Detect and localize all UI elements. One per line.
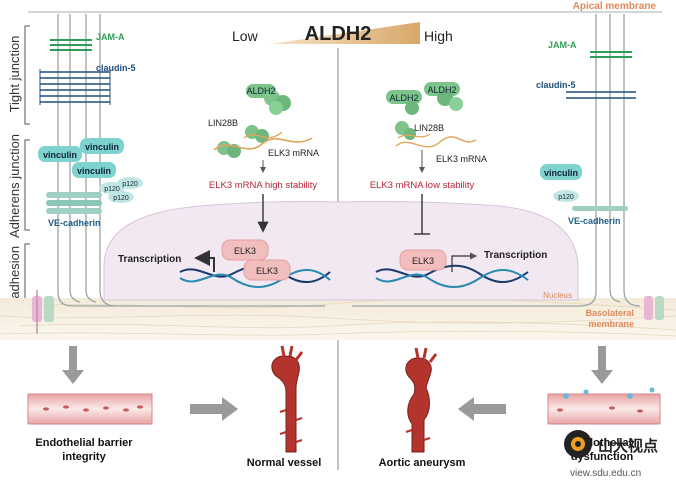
left-ve-cadherin-label: VE-cadherin [48,218,101,228]
watermark: 山大视点 view.sdu.edu.cn [564,430,658,479]
low-mrna-label: ELK3 mRNA [268,148,319,158]
low-aldh2-label: ALDH2 [246,86,275,96]
p120-3-label: p120 [113,195,129,202]
aneurysm-aorta-icon [405,347,438,453]
low-lin28b-mrna [213,125,313,158]
right-jam-a [590,51,632,58]
cell-membranes [57,14,641,307]
high-label: High [424,28,453,44]
aldh2-gradient-header: Low ALDH2 High [232,22,453,45]
left-p120-group: p120 p120 p120 [99,177,143,203]
right-vinculin-label: vinculin [544,168,578,178]
high-lin28b-label: LIN28B [414,123,444,133]
aldh2-title: ALDH2 [305,23,372,45]
ecm-fibers [0,298,676,337]
tight-junction-label: Tight junction [7,36,22,113]
aortic-aneurysm-label: Aortic aneurysm [379,457,466,469]
high-transcription-label: Transcription [484,250,547,261]
barrier-label-1: Endothelial barrier [35,437,133,449]
left-jam-a-label: JAM-A [96,32,125,42]
apical-membrane-label: Apical membrane [573,1,657,12]
damaged-vessel-section [547,387,661,425]
high-inhibit-line [414,194,430,235]
barrier-label-2: integrity [62,451,106,463]
high-stability-label: ELK3 mRNA low stability [370,180,475,191]
adherens-junction-label: Adherens junction [7,134,22,238]
left-ve-cadherin [46,192,102,214]
p120-1-label: p120 [104,186,120,193]
high-mrna-label: ELK3 mRNA [436,154,487,164]
right-jam-a-label: JAM-A [548,40,577,50]
high-aldh2-b-label: ALDH2 [427,85,456,95]
left-down-arrow [62,346,84,384]
low-elk3-a-label: ELK3 [234,246,256,256]
right-p120-label: p120 [558,194,574,201]
low-elk3-a [221,239,269,261]
p120-2-label: p120 [122,181,138,188]
nucleus-label: Nucleus [543,291,572,300]
right-down-arrow [591,346,613,384]
high-transcription-arrow [451,252,478,272]
healthy-vessel-section [27,393,153,425]
low-lin28b-label: LIN28B [208,118,238,128]
low-transcription-arrow [194,250,215,272]
left-claudin-5-label: claudin-5 [96,63,136,73]
left-jam-a [50,39,92,51]
vinculin-1 [38,146,82,162]
aldh2-gradient-wedge [270,22,420,44]
vinculin-3-label: vinculin [77,166,111,176]
aneurysm-left-arrow [458,397,506,421]
right-focal-adhesion [644,296,664,320]
vinculin-2-label: vinculin [85,142,119,152]
watermark-brand: 山大视点 [598,437,658,455]
low-elk3-b-label: ELK3 [256,266,278,276]
left-focal-adhesion [32,290,54,334]
left-claudin-5 [39,69,111,105]
right-claudin-5-label: claudin-5 [536,80,576,90]
normal-right-arrow [190,397,238,421]
low-elk3-b [243,259,291,281]
high-aldh2-a-label: ALDH2 [389,93,418,103]
right-ve-cadherin-label: VE-cadherin [568,216,621,226]
p120-3 [108,191,134,203]
vinculin-3 [72,162,116,178]
right-vinculin [540,164,582,180]
right-ve-cadherin [572,206,628,211]
right-p120 [553,190,579,202]
basolateral-label-2: membrane [588,319,634,329]
low-stability-label: ELK3 mRNA high stability [209,180,317,191]
high-elk3-label: ELK3 [412,256,434,266]
high-dna [375,264,529,288]
left-vinculin-group: vinculin vinculin vinculin [38,138,124,178]
p120-2 [117,177,143,189]
apical-membrane: Apical membrane [28,1,662,13]
watermark-url: view.sdu.edu.cn [570,468,641,479]
basolateral-label-1: Basolateral [585,308,634,318]
low-label: Low [232,28,259,44]
outcome-arrows [62,346,613,421]
high-aldh2-protein [386,82,463,115]
side-labels [24,25,30,331]
vinculin-1-label: vinculin [43,150,77,160]
high-lin28b-mrna [395,121,477,148]
normal-vessel-label: Normal vessel [247,457,322,469]
normal-aorta-icon [271,345,304,453]
right-claudin-5 [566,91,636,99]
high-elk3 [399,249,447,271]
low-aldh2-protein [246,84,291,115]
vinculin-2 [80,138,124,154]
low-transcription-label: Transcription [118,254,181,265]
